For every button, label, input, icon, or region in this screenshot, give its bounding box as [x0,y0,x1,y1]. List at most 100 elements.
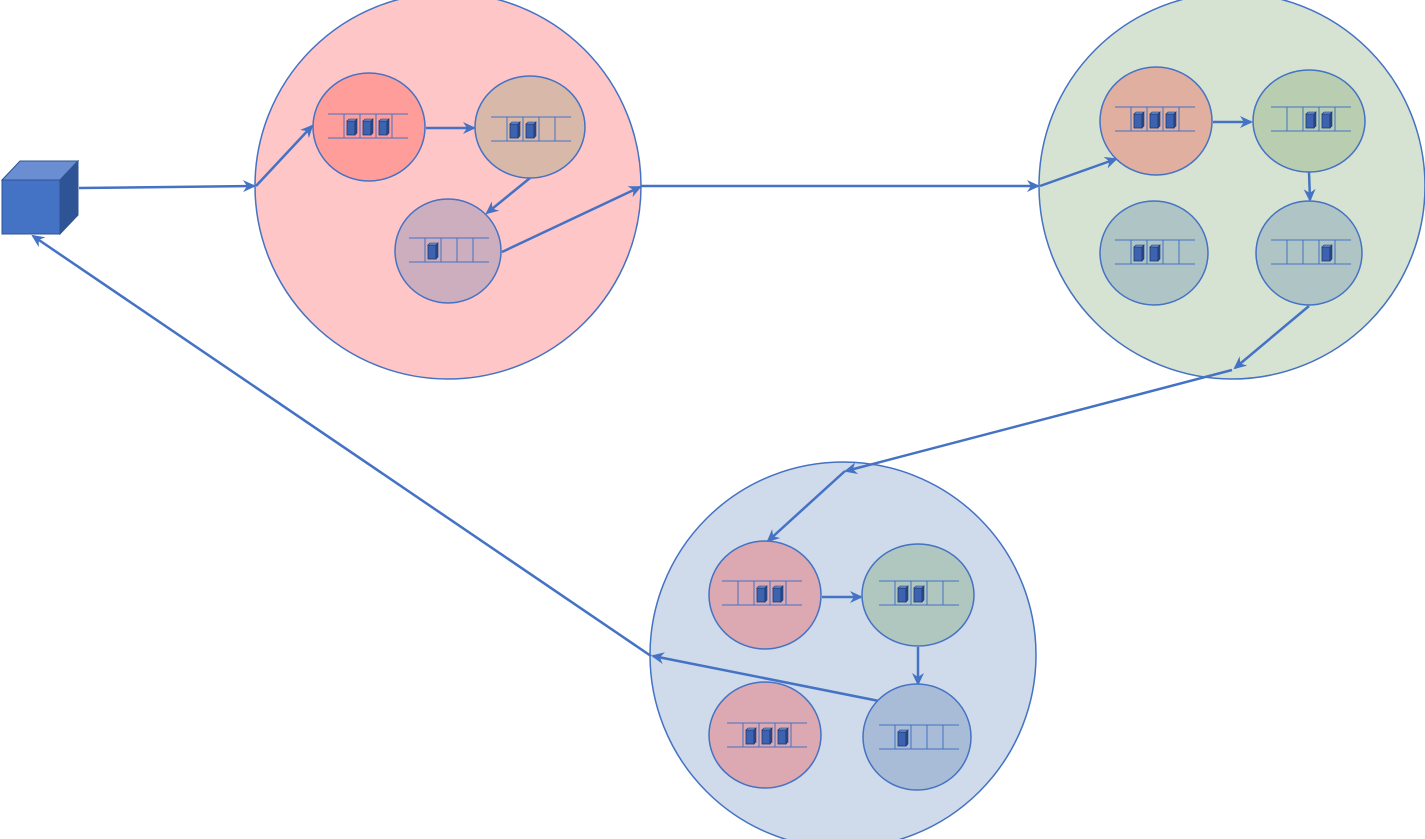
group-circle-1[interactable] [254,0,642,380]
arrow-g2-n4-to-exit [1233,305,1310,370]
packet-icon [378,118,390,136]
queue-icon [491,116,571,142]
packet-side [1329,111,1333,129]
packet-icon [913,585,925,603]
packet-icon [772,585,784,603]
packet-front [1133,246,1143,262]
packet-front [897,587,907,603]
arrow-group-2-entry-to-node [1039,157,1118,188]
queue-icon [328,113,408,139]
packet-front [1149,113,1159,129]
node-g3-n2[interactable] [861,543,975,647]
node-circle[interactable] [862,683,972,791]
packet-icon [362,118,374,136]
packet-front [525,123,535,139]
cube-icon[interactable] [0,159,80,236]
packet-side [1141,244,1145,262]
packet-icon [346,118,358,136]
packet-front [897,731,907,747]
packet-front [745,729,755,745]
packet-icon [1133,244,1145,262]
packet-front [1305,113,1315,129]
packet-icon [756,585,768,603]
packet-front [362,120,372,136]
group-circle-3[interactable] [649,461,1037,839]
packet-icon [777,727,789,745]
packet-side [1141,111,1145,129]
cube-front-face [1,179,61,235]
node-circle[interactable] [394,198,502,304]
node-g2-n3[interactable] [1099,200,1209,306]
queue-icon [1115,106,1195,132]
packet-side [1173,111,1177,129]
packet-icon [427,242,439,260]
packet-side [386,118,390,136]
packet-front [1165,113,1175,129]
arrow-group-3-to-cube [31,234,652,658]
packet-side [764,585,768,603]
packet-icon [1149,111,1161,129]
packet-side [905,585,909,603]
packet-front [427,244,437,260]
packet-icon [1321,244,1333,262]
nodes-layer [312,66,1366,791]
arrow-group-3-entry-to-node [766,470,846,543]
arrow-g1-n3-to-exit [501,185,642,254]
node-g2-n4[interactable] [1255,200,1363,306]
packet-side [370,118,374,136]
packet-side [1329,244,1333,262]
packet-icon [1133,111,1145,129]
node-g1-n2[interactable] [474,75,586,179]
packet-icon [1165,111,1177,129]
packet-front [1321,246,1331,262]
packet-front [913,587,923,603]
arrow-cube-to-group-1 [78,180,256,193]
packet-front [1149,246,1159,262]
packet-side [785,727,789,745]
packet-front [1321,113,1331,129]
packet-side [517,121,521,139]
node-g3-n3[interactable] [708,681,822,789]
packet-icon [1321,111,1333,129]
packet-front [509,123,519,139]
packet-icon [761,727,773,745]
node-g3-n1[interactable] [708,540,822,650]
node-g1-n1[interactable] [312,72,426,182]
packet-side [1157,244,1161,262]
connections [31,116,1316,703]
arrow-group-1-entry-to-node [255,124,314,187]
node-circle[interactable] [1255,200,1363,306]
queue-icon [409,237,489,263]
node-g3-n4[interactable] [862,683,972,791]
packet-side [921,585,925,603]
packet-icon [525,121,537,139]
arrow-g2-n2-to-n4 [1303,171,1316,202]
node-g2-n1[interactable] [1099,66,1213,176]
packet-front [1133,113,1143,129]
group-circle-2[interactable] [1038,0,1425,380]
packet-side [905,729,909,747]
packet-icon [897,585,909,603]
node-g2-n2[interactable] [1252,69,1366,173]
node-g1-n3[interactable] [394,198,502,304]
packet-front [772,587,782,603]
packet-icon [1149,244,1161,262]
packet-side [1313,111,1317,129]
packet-front [756,587,766,603]
queue-icon [1115,239,1195,265]
queue-icon [727,722,807,748]
packet-icon [509,121,521,139]
packet-front [761,729,771,745]
arrow-g3-n4-to-exit [651,652,880,703]
packet-icon [745,727,757,745]
packet-front [777,729,787,745]
packet-side [354,118,358,136]
packet-side [769,727,773,745]
packet-side [435,242,439,260]
packet-icon [1305,111,1317,129]
packet-front [378,120,388,136]
arrow-group-2-to-group-3 [844,368,1233,475]
queue-icon [879,724,959,750]
packet-icon [897,729,909,747]
arrow-g1-n2-to-n3 [485,177,531,215]
